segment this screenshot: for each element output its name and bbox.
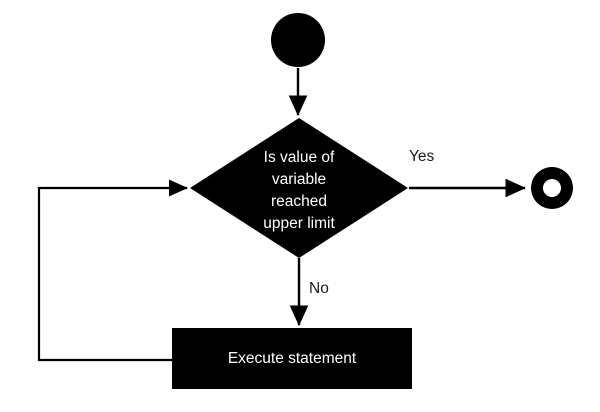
- edge-label-yes: Yes: [409, 148, 435, 165]
- end-node[interactable]: [531, 167, 574, 209]
- edge-label-no: No: [309, 280, 329, 297]
- decision-node-line-3: reached: [271, 193, 327, 210]
- decision-node-line-2: variable: [272, 171, 326, 188]
- decision-node-line-4: upper limit: [263, 215, 335, 232]
- decision-node[interactable]: [190, 118, 408, 258]
- edge-process-loop-to-decision: [37, 179, 188, 362]
- process-node-label: Execute statement: [228, 350, 357, 367]
- start-node[interactable]: [271, 13, 325, 67]
- process-node[interactable]: [172, 328, 412, 389]
- decision-node-line-1: Is value of: [264, 149, 335, 166]
